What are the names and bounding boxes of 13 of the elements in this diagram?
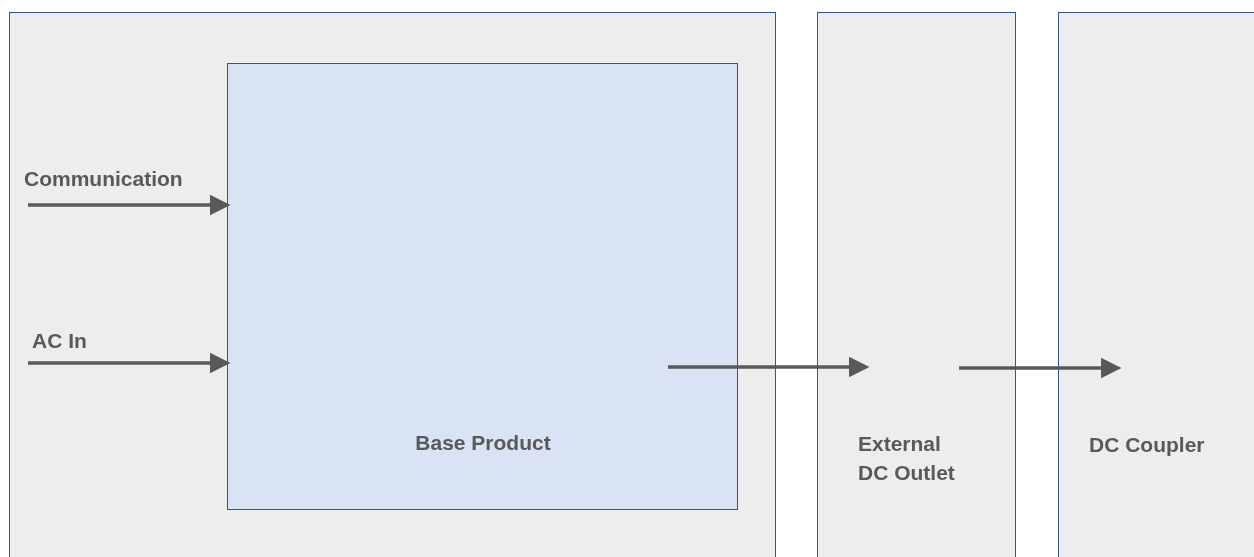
box-label: Base Product xyxy=(414,429,552,456)
arrow xyxy=(959,357,1122,379)
box-label: DC Coupler xyxy=(1089,432,1206,458)
arrow xyxy=(28,194,231,216)
arrow xyxy=(668,356,870,378)
panel-background xyxy=(9,12,776,557)
arrow xyxy=(28,352,231,374)
box-label: External DC Outlet xyxy=(858,431,956,486)
panel-background xyxy=(817,12,1016,557)
panel-background xyxy=(1058,12,1254,557)
edge-label: Communication xyxy=(24,166,183,192)
product-box xyxy=(226,62,738,510)
edge-label: AC In xyxy=(32,328,87,354)
